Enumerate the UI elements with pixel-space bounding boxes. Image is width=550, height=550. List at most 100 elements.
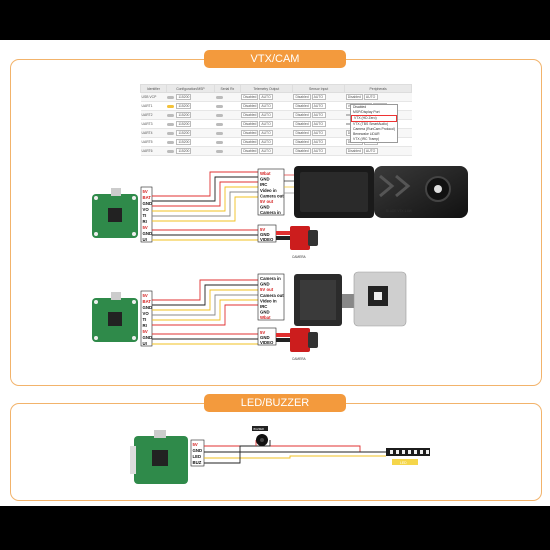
baud-select[interactable]: 115200 — [176, 112, 192, 118]
led-dot — [390, 450, 393, 454]
dropdown-option[interactable]: Benewake LiDAR — [353, 132, 380, 136]
msp-toggle[interactable] — [167, 140, 175, 144]
vtx-pad-block-b — [257, 273, 285, 321]
telemetry-select[interactable]: Disabled — [241, 112, 259, 118]
telemetry-select[interactable]: Disabled — [241, 130, 259, 136]
sensor-baud-select[interactable]: AUTO — [311, 94, 326, 100]
pad-label: 5V — [143, 293, 148, 298]
dropdown-option[interactable]: Camera (RunCam Protocol) — [353, 127, 396, 131]
fc-board-led — [130, 430, 188, 484]
telemetry-select[interactable]: Disabled — [241, 103, 259, 109]
msp-toggle[interactable] — [167, 113, 175, 117]
baud-select[interactable]: 115200 — [176, 121, 192, 127]
serial-rx-toggle[interactable] — [215, 95, 223, 99]
pad-label: BAT — [143, 195, 152, 200]
msp-toggle[interactable] — [167, 149, 175, 153]
sensor-select[interactable]: Disabled — [293, 139, 311, 145]
led-dot — [414, 450, 417, 454]
vtx-pad-block-a — [257, 168, 285, 216]
sensor-baud-select[interactable]: AUTO — [311, 121, 326, 127]
msp-toggle[interactable] — [167, 104, 175, 108]
pad-label: GND — [143, 335, 153, 340]
sensor-select[interactable]: Disabled — [293, 121, 311, 127]
fc-board-a — [92, 188, 138, 238]
sensor-select[interactable]: Disabled — [293, 94, 311, 100]
led-dot — [426, 450, 429, 454]
sensor-baud-select[interactable]: AUTO — [311, 103, 326, 109]
baud-select[interactable]: 115200 — [176, 103, 192, 109]
telemetry-select[interactable]: Disabled — [241, 94, 259, 100]
peripheral-baud-select[interactable]: AUTO — [363, 94, 378, 100]
telemetry-baud-select[interactable]: AUTO — [259, 103, 274, 109]
pad-label: GND — [143, 231, 153, 236]
pad-label: Camera in — [260, 276, 281, 281]
serial-rx-toggle[interactable] — [215, 104, 223, 108]
port-identifier: UART5 — [140, 137, 167, 147]
msp-toggle[interactable] — [167, 95, 175, 99]
sensor-select[interactable]: Disabled — [293, 112, 311, 118]
sensor-baud-select[interactable]: AUTO — [311, 112, 326, 118]
port-identifier: UART6 — [140, 146, 167, 156]
fc-pad-block-a — [140, 186, 153, 243]
led-buzzer-wires — [204, 440, 386, 464]
telemetry-select[interactable]: Disabled — [241, 148, 259, 154]
baud-select[interactable]: 115200 — [176, 94, 192, 100]
serial-rx-toggle[interactable] — [215, 140, 223, 144]
sensor-select[interactable]: Disabled — [293, 148, 311, 154]
pad-label: 5V — [143, 189, 148, 194]
led-dot — [402, 450, 405, 454]
pad-label: Camera out — [260, 193, 284, 198]
telemetry-select[interactable]: Disabled — [241, 121, 259, 127]
led-strip: LED — [386, 448, 430, 465]
pad-label: GND — [260, 310, 270, 315]
baud-select[interactable]: 115200 — [176, 130, 192, 136]
fc-pad-block-b — [140, 290, 153, 347]
port-identifier: UART3 — [140, 119, 167, 129]
dropdown-option-selected[interactable]: VTX (HD Zero) — [351, 115, 397, 122]
peripherals-dropdown-list[interactable]: Disabled MSP/Display Port VTX (HD Zero) … — [350, 104, 398, 143]
telemetry-select[interactable]: Disabled — [241, 139, 259, 145]
dropdown-option[interactable]: MSP/Display Port — [353, 110, 380, 114]
telemetry-baud-select[interactable]: AUTO — [259, 94, 274, 100]
msp-toggle[interactable] — [167, 131, 175, 135]
pad-label: IRC — [260, 182, 267, 187]
fc-board-b — [92, 292, 138, 342]
sensor-baud-select[interactable]: AUTO — [311, 148, 326, 154]
serial-rx-toggle[interactable] — [215, 113, 223, 117]
pad-label: 5V — [260, 330, 265, 335]
pad-label: RI — [143, 219, 147, 224]
serial-rx-toggle[interactable] — [215, 149, 223, 153]
pad-label: GND — [260, 335, 270, 340]
port-identifier: UART2 — [140, 110, 167, 120]
serial-rx-toggle[interactable] — [215, 122, 223, 126]
peripheral-baud-select[interactable]: AUTO — [363, 148, 378, 154]
sensor-select[interactable]: Disabled — [293, 103, 311, 109]
col-header: Sensor Input — [291, 84, 346, 93]
serial-rx-toggle[interactable] — [215, 131, 223, 135]
sensor-baud-select[interactable]: AUTO — [311, 130, 326, 136]
peripheral-select[interactable]: Disabled — [345, 94, 363, 100]
baud-select[interactable]: 115200 — [176, 148, 192, 154]
dropdown-option[interactable]: VTX (TBS SmartAudio) — [353, 122, 389, 126]
telemetry-baud-select[interactable]: AUTO — [259, 121, 274, 127]
msp-toggle[interactable] — [167, 122, 175, 126]
camera-label-a: CAMERA — [292, 255, 307, 259]
baud-select[interactable]: 115200 — [176, 139, 192, 145]
pad-label: LED — [193, 454, 202, 459]
sensor-baud-select[interactable]: AUTO — [311, 139, 326, 145]
telemetry-baud-select[interactable]: AUTO — [259, 139, 274, 145]
telemetry-baud-select[interactable]: AUTO — [259, 112, 274, 118]
peripheral-select[interactable]: Disabled — [345, 148, 363, 154]
dropdown-option[interactable]: VTX (IRC Tramp) — [353, 137, 380, 141]
telemetry-baud-select[interactable]: AUTO — [259, 130, 274, 136]
pad-label: GND — [260, 205, 270, 210]
pad-label: Wbat — [260, 315, 271, 320]
dropdown-option[interactable]: Disabled — [353, 105, 367, 109]
telemetry-baud-select[interactable]: AUTO — [259, 148, 274, 154]
sensor-select[interactable]: Disabled — [293, 130, 311, 136]
pad-label: GND — [260, 232, 270, 237]
